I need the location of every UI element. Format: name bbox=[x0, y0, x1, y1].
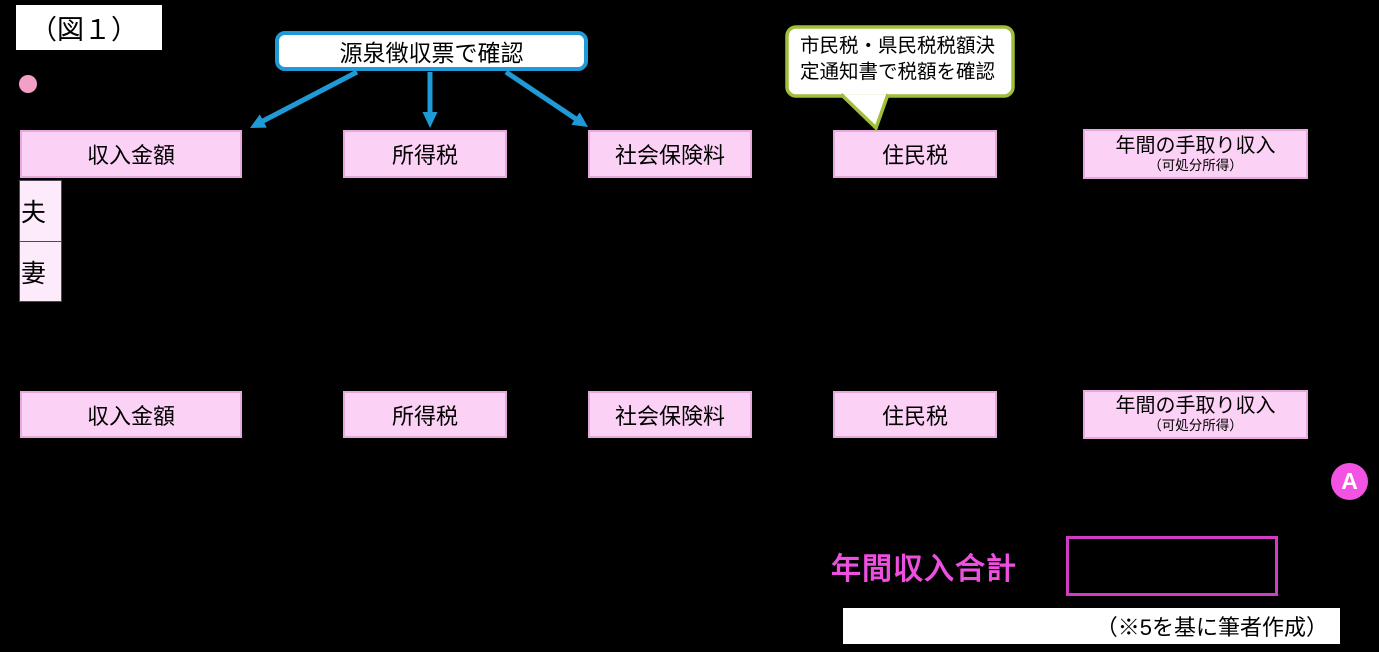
figure-label: （図１） bbox=[16, 5, 162, 50]
residence-tax-callout: 市民税・県民税税額決 定通知書で税額を確認 bbox=[800, 33, 995, 85]
residence-tax-callout-line2: 定通知書で税額を確認 bbox=[800, 61, 996, 83]
withholding-callout: 源泉徴収票で確認 bbox=[275, 31, 588, 71]
col-header-residence-tax-row1: 住民税 bbox=[833, 130, 997, 178]
figure-label-text: （図１） bbox=[30, 15, 138, 45]
col-header-net-income-row2: 年間の手取り収入 （可処分所得） bbox=[1083, 390, 1308, 439]
row-header-wife: 妻 bbox=[19, 241, 62, 302]
row-header-label: 夫 bbox=[21, 199, 47, 227]
marker-a-badge: A bbox=[1331, 463, 1368, 500]
col-header-label: 所得税 bbox=[391, 403, 458, 429]
marker-a-label: A bbox=[1341, 468, 1358, 494]
row-header-label: 妻 bbox=[21, 259, 47, 288]
arrow-down-icon bbox=[422, 72, 438, 128]
annual-total-label: 年間収入合計 bbox=[831, 553, 1017, 586]
residence-tax-callout-line1: 市民税・県民税税額決 bbox=[800, 35, 996, 57]
col-header-label: 社会保険料 bbox=[614, 143, 725, 168]
annual-total-value-box bbox=[1066, 536, 1278, 596]
col-header-income-tax-row2: 所得税 bbox=[343, 391, 507, 438]
arrow-right-icon bbox=[504, 69, 588, 127]
net-income-title: 年間の手取り収入 bbox=[1115, 134, 1276, 157]
col-header-income-row2: 収入金額 bbox=[20, 391, 242, 438]
footer-credit-text: （※5を基に筆者作成） bbox=[1095, 615, 1328, 640]
arrow-left-icon bbox=[250, 69, 359, 128]
col-header-social-insurance-row2: 社会保険料 bbox=[588, 391, 752, 438]
net-income-subtitle: （可処分所得） bbox=[1148, 157, 1243, 173]
col-header-label: 所得税 bbox=[391, 143, 458, 168]
col-header-label: 社会保険料 bbox=[614, 403, 725, 429]
footer-credit-strip: （※5を基に筆者作成） bbox=[843, 608, 1340, 644]
col-header-label: 収入金額 bbox=[86, 143, 175, 168]
withholding-callout-text: 源泉徴収票で確認 bbox=[339, 40, 524, 66]
col-header-income-row1: 収入金額 bbox=[20, 130, 242, 178]
col-header-label: 住民税 bbox=[881, 143, 948, 168]
bullet-dot-icon bbox=[19, 75, 37, 93]
col-header-income-tax-row1: 所得税 bbox=[343, 130, 507, 178]
col-header-label: 住民税 bbox=[881, 403, 948, 429]
col-header-social-insurance-row1: 社会保険料 bbox=[588, 130, 752, 178]
col-header-net-income-row1: 年間の手取り収入 （可処分所得） bbox=[1083, 129, 1308, 179]
speech-bubble-tail bbox=[839, 92, 890, 132]
row-header-husband: 夫 bbox=[19, 180, 62, 242]
net-income-title: 年間の手取り収入 bbox=[1115, 395, 1276, 418]
col-header-label: 収入金額 bbox=[86, 403, 175, 429]
net-income-subtitle: （可処分所得） bbox=[1148, 418, 1243, 434]
col-header-residence-tax-row2: 住民税 bbox=[833, 391, 997, 438]
